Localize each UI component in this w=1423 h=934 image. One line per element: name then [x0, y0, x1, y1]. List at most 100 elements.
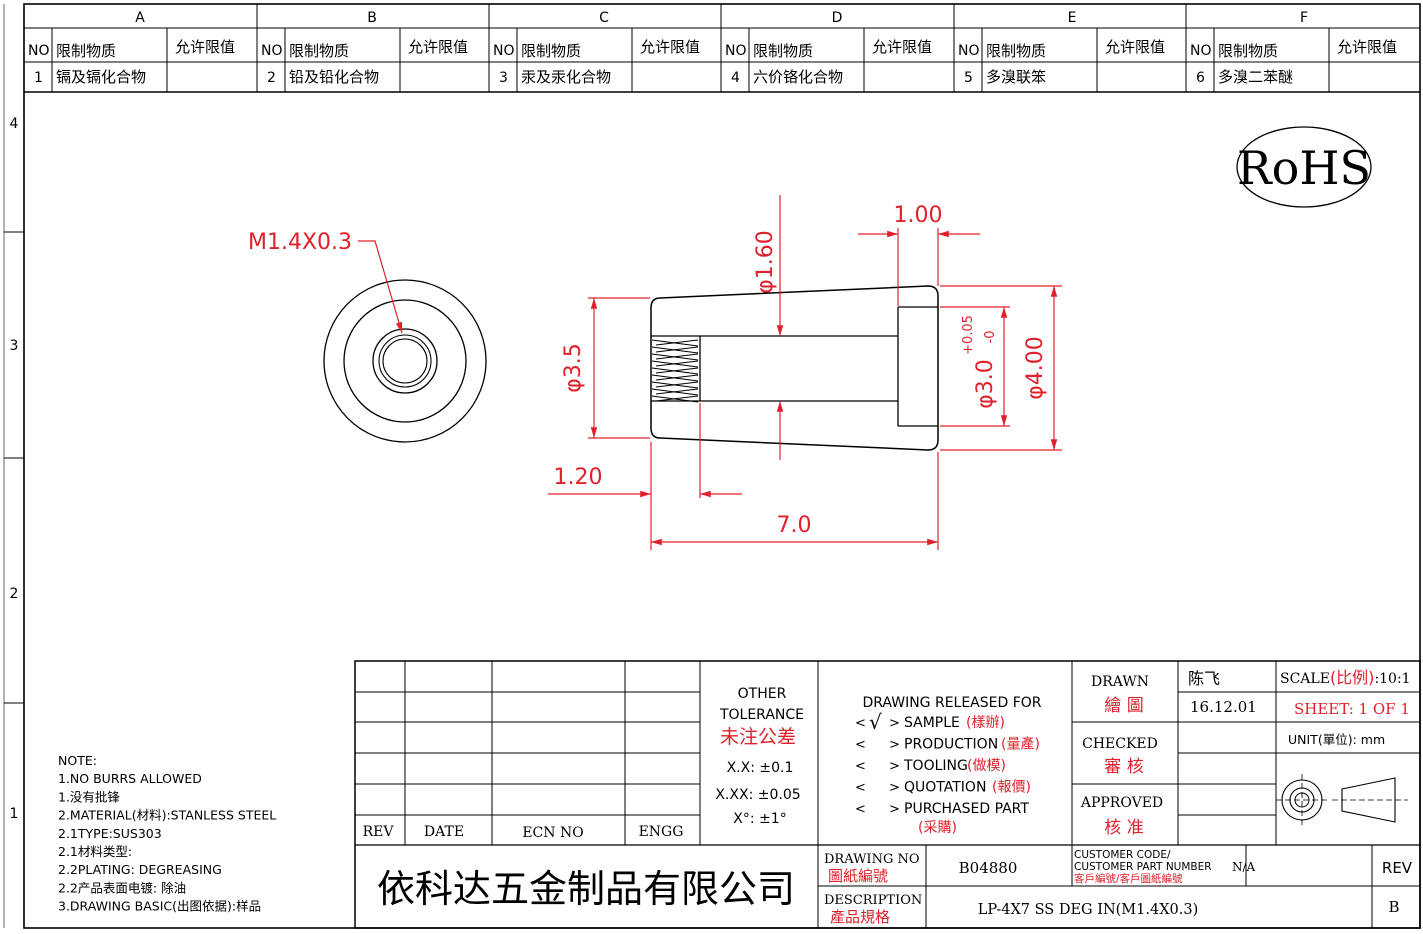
- rohs-text: RoHS: [1237, 141, 1371, 195]
- substance-name: 铅及铅化合物: [289, 68, 379, 86]
- release-bracket-right: >: [889, 802, 900, 817]
- company-name: 依科达五金制品有限公司: [377, 867, 795, 911]
- tolerance-xx: X.X: ±0.1: [727, 760, 794, 776]
- customer-code-label-cn: 客戶編號/客戶圖紙編號: [1074, 872, 1183, 885]
- customer-code: N/A: [1232, 860, 1256, 874]
- drawing-id-block: DRAWING NO 圖紙編號 B04880 CUSTOMER CODE/ CU…: [824, 849, 1413, 926]
- col-no-header: NO: [261, 43, 283, 59]
- col-substance-header: 限制物质: [521, 42, 581, 60]
- col-no-header: NO: [493, 43, 515, 59]
- substance-no: 6: [1196, 70, 1205, 86]
- col-substance-header: 限制物质: [289, 42, 349, 60]
- release-option: SAMPLE: [904, 715, 960, 731]
- dim-thread-length: 1.20: [554, 465, 603, 490]
- svg-text:SCALE(比例):10:1: SCALE(比例):10:1: [1280, 668, 1411, 687]
- dim-counterbore-depth: 1.00: [894, 203, 943, 228]
- release-bracket-left: <: [855, 781, 866, 796]
- col-limit-header: 允许限值: [640, 38, 700, 56]
- rev-header: REV: [363, 824, 395, 840]
- description-label: DESCRIPTION: [824, 893, 922, 908]
- customer-code-label-1: CUSTOMER CODE/: [1074, 849, 1171, 861]
- note-line: 3.DRAWING BASIC(出图依据):样品: [58, 899, 261, 914]
- notes: NOTE:1.NO BURRS ALLOWED1.没有批锋2.MATERIAL(…: [58, 753, 276, 914]
- dim-tol-upper: +0.05: [961, 315, 976, 355]
- title-block: [354, 660, 1421, 929]
- release-bracket-right: >: [889, 781, 900, 796]
- drawing-no-label-cn: 圖紙編號: [828, 867, 888, 885]
- revision-table: REV DATE ECN NO ENGG: [363, 824, 684, 841]
- col-limit-header: 允许限值: [1337, 38, 1397, 56]
- release-bracket-right: >: [889, 759, 900, 774]
- col-no-header: NO: [958, 43, 980, 59]
- date-header: DATE: [424, 824, 464, 840]
- zone-col-c: C: [599, 10, 609, 26]
- release-block: DRAWING RELEASED FOR <√>SAMPLE(樣辦)<>PROD…: [855, 695, 1042, 836]
- release-option-cn: (采購): [918, 820, 957, 836]
- dim-large-end-dia: φ4.00: [1023, 336, 1048, 400]
- side-view: [650, 285, 939, 451]
- release-title: DRAWING RELEASED FOR: [862, 695, 1041, 711]
- tolerance-angle: X°: ±1°: [733, 811, 786, 827]
- dim-counterbore-dia: φ3.0: [973, 359, 998, 409]
- release-option: TOOLING: [903, 758, 968, 774]
- note-line: 2.MATERIAL(材料):STANLESS STEEL: [58, 808, 276, 823]
- sheet-label: SHEET: 1 OF 1: [1294, 700, 1410, 718]
- description-label-cn: 產品規格: [830, 908, 890, 926]
- tolerance-title-2: TOLERANCE: [719, 707, 804, 723]
- scale-label-cn: (比例): [1330, 668, 1375, 687]
- release-option-cn: (報價): [992, 779, 1031, 796]
- ecn-header: ECN NO: [522, 825, 583, 841]
- release-bracket-right: >: [889, 716, 900, 731]
- approved-label: APPROVED: [1080, 795, 1163, 811]
- zone-col-b: B: [367, 10, 377, 26]
- customer-code-label-2: CUSTOMER PART NUMBER: [1074, 861, 1212, 873]
- col-substance-header: 限制物质: [1218, 42, 1278, 60]
- tolerance-xxx: X.XX: ±0.05: [715, 787, 800, 803]
- thread-hatch: [651, 339, 699, 403]
- release-bracket-left: <: [855, 759, 866, 774]
- unit-label: UNIT: [1288, 732, 1318, 747]
- release-bracket-right: >: [889, 738, 900, 753]
- zone-col-f: F: [1300, 10, 1308, 26]
- zone-row-4: 4: [10, 116, 19, 132]
- drawing-no: B04880: [959, 859, 1018, 877]
- release-option-cn: (量產): [1001, 736, 1040, 753]
- unit-value: : mm: [1353, 732, 1386, 747]
- approved-label-cn: 核 准: [1104, 818, 1143, 838]
- drawn-label-cn: 繪 圖: [1104, 696, 1143, 716]
- col-substance-header: 限制物质: [986, 42, 1046, 60]
- note-line: 2.2产品表面电镀: 除油: [58, 880, 186, 895]
- svg-text:UNIT(單位): mm: UNIT(單位): mm: [1288, 732, 1385, 747]
- drawing-no-label: DRAWING NO: [824, 852, 920, 867]
- zone-col-a: A: [135, 10, 145, 26]
- col-no-header: NO: [28, 43, 50, 59]
- zone-row-2: 2: [10, 586, 19, 602]
- rev-label: REV: [1382, 859, 1413, 877]
- substance-no: 2: [267, 70, 276, 86]
- dim-tol-lower: -0: [983, 331, 998, 344]
- tolerance-title-cn: 未注公差: [720, 726, 796, 748]
- zone-row-1: 1: [10, 806, 19, 822]
- col-limit-header: 允许限值: [175, 38, 235, 56]
- col-limit-header: 允许限值: [872, 38, 932, 56]
- release-option: PRODUCTION: [904, 737, 998, 753]
- unit-label-cn: (單位): [1318, 732, 1353, 747]
- scale-label: SCALE: [1280, 671, 1330, 687]
- substance-name: 六价铬化合物: [753, 68, 843, 86]
- release-bracket-left: <: [855, 716, 866, 731]
- col-limit-header: 允许限值: [408, 38, 468, 56]
- note-line: 2.1材料类型:: [58, 844, 132, 859]
- col-substance-header: 限制物质: [753, 42, 813, 60]
- col-limit-header: 允许限值: [1105, 38, 1165, 56]
- zone-labels: A B C D E F 4 3 2 1: [10, 10, 1308, 822]
- substance-no: 4: [731, 70, 740, 86]
- dim-hole-dia: φ1.60: [753, 230, 778, 294]
- substance-no: 5: [964, 70, 973, 86]
- release-option: PURCHASED PART: [904, 801, 1029, 817]
- engg-header: ENGG: [639, 824, 684, 840]
- zone-row-3: 3: [10, 338, 19, 354]
- dim-small-end-dia: φ3.5: [561, 343, 586, 393]
- checked-label-cn: 審 核: [1104, 757, 1143, 777]
